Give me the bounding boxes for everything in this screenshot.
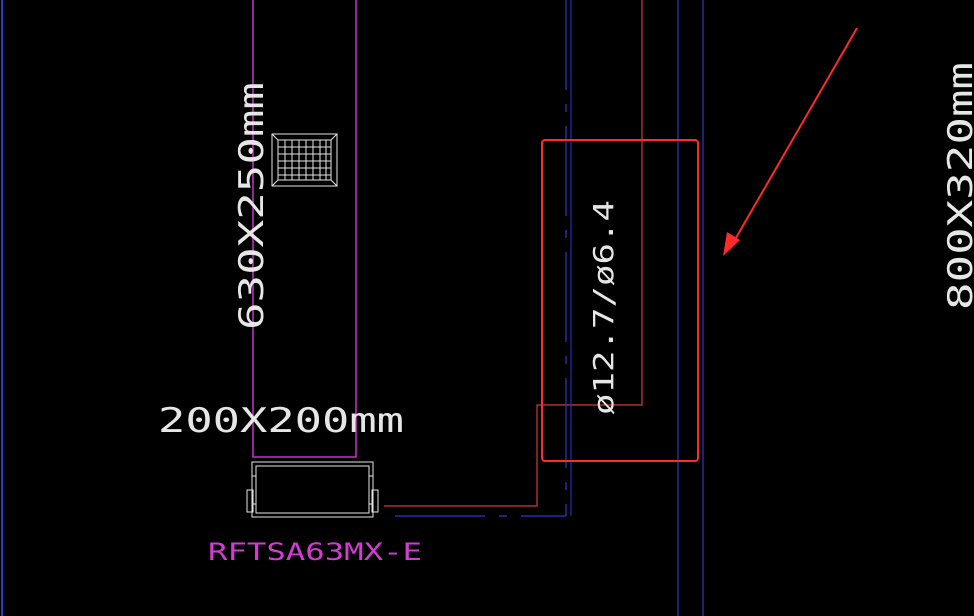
vertical-duct-outline xyxy=(252,0,357,458)
highlight-box xyxy=(541,139,699,462)
indoor-unit-icon xyxy=(246,461,379,518)
unit-model-label: RFTSA63MX-E xyxy=(208,538,422,566)
duct-size-label-vertical: 630X250mm xyxy=(232,82,272,330)
branch-duct-size-label: 200X200mm xyxy=(158,401,404,441)
refrigerant-pipe-line xyxy=(384,0,643,507)
supply-grille-icon xyxy=(271,133,338,187)
pipe-size-label: ø12.7/ø6.4 xyxy=(587,200,620,415)
annotation-arrow-icon xyxy=(723,27,858,256)
duct-size-label-right: 800X320mm xyxy=(941,62,974,310)
